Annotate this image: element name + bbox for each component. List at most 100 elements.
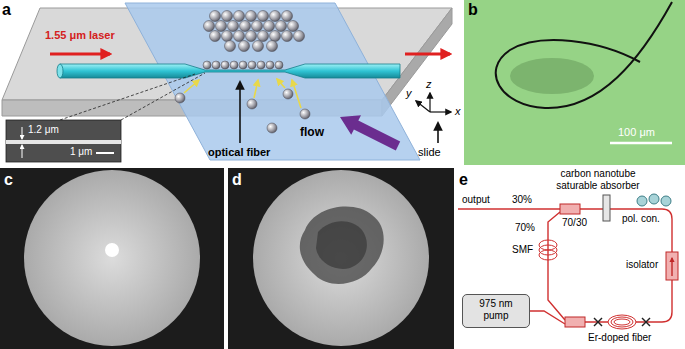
part-label: isolator (626, 259, 658, 271)
particles (248, 61, 256, 69)
panel-letter: d (232, 170, 242, 189)
laser-arrows (405, 53, 450, 56)
slide-pointer (438, 123, 439, 143)
micrograph-b (464, 0, 685, 165)
particles (276, 21, 287, 32)
particles (258, 11, 269, 22)
glass-slide (382, 8, 452, 116)
wdm-coupler (565, 317, 585, 327)
particles (294, 31, 305, 42)
particles (230, 61, 238, 69)
er-fiber-coil (614, 319, 630, 325)
laser-label: 1.55 μm laser (45, 29, 115, 42)
scale-label: 100 μm (618, 126, 655, 139)
part-label: slide (418, 146, 441, 159)
dimension-label: 1.2 μm (28, 124, 59, 136)
laser-cavity (580, 209, 672, 322)
attraction-arrows (254, 80, 258, 98)
fiber-pointer (240, 82, 241, 143)
ratio-label: 70/30 (562, 217, 587, 229)
micrograph-d (253, 170, 429, 346)
zoom-leaders (121, 73, 205, 120)
flow-arrow (340, 115, 400, 150)
particles (258, 31, 269, 42)
axes (429, 93, 430, 112)
sem-inset (96, 152, 114, 154)
particles (252, 21, 263, 32)
micrograph-d (316, 221, 367, 269)
zoom-leaders (60, 73, 205, 120)
sem-inset (22, 127, 23, 139)
particles (225, 41, 236, 52)
axes (416, 93, 451, 112)
attraction-arrows (184, 79, 301, 108)
particles (282, 11, 293, 22)
particles (288, 21, 299, 32)
micrograph-c (24, 170, 200, 346)
er-fiber-coil (611, 317, 633, 327)
particles (239, 41, 250, 52)
isolator (666, 252, 678, 280)
flow-arrow (340, 115, 400, 150)
micrograph-c (0, 168, 224, 349)
micrograph-d (228, 168, 454, 349)
axes (430, 111, 451, 112)
particles (175, 11, 310, 134)
particles (266, 61, 274, 69)
splice-marks (642, 318, 650, 326)
pump-box: 975 nm pump (462, 294, 530, 328)
particles (203, 61, 211, 69)
particles (222, 31, 233, 42)
splice-marks (594, 318, 602, 326)
particles (283, 89, 293, 99)
flow-channel (125, 3, 420, 160)
laser-arrows (50, 53, 450, 56)
sem-inset (6, 140, 121, 144)
polarization-controller (637, 196, 647, 206)
panel-letter: a (2, 0, 11, 19)
particles (264, 21, 275, 32)
splice-marks (642, 318, 650, 326)
particles (204, 21, 215, 32)
particles (228, 21, 239, 32)
attraction-arrows (184, 80, 199, 93)
particles (234, 11, 245, 22)
er-fiber-coil (608, 315, 636, 329)
micrograph-c (105, 243, 119, 257)
splice-marks (594, 318, 602, 326)
er-fiber-coil (608, 315, 636, 329)
attraction-arrows (292, 80, 301, 108)
particles (246, 11, 257, 22)
particles (240, 21, 251, 32)
wdm-coupler (565, 317, 585, 327)
flow-label: flow (300, 125, 324, 139)
panel-letter: b (468, 0, 478, 19)
axis-label: x (455, 105, 461, 118)
micrograph-d (228, 168, 454, 349)
sem-inset (22, 145, 23, 158)
particles (300, 109, 310, 119)
ratio-label: 70% (515, 222, 535, 234)
particles (267, 123, 277, 133)
micrograph-c (0, 168, 224, 349)
polarization-controller (649, 194, 659, 204)
attraction-arrows (277, 79, 285, 88)
port-label: output (462, 194, 490, 206)
ratio-label: 30% (512, 194, 532, 206)
axis-label: y (406, 87, 412, 100)
axis-label: z (426, 78, 432, 91)
part-label: pol. con. (622, 213, 660, 225)
particles (257, 61, 265, 69)
tapered-fiber (57, 64, 63, 78)
flow-channel (125, 3, 420, 160)
particles (275, 61, 283, 69)
sem-inset (6, 120, 121, 162)
particles (270, 11, 281, 22)
polarization-controller (661, 196, 671, 206)
smf-coil (539, 250, 557, 260)
part-label: optical fiber (208, 146, 270, 159)
laser-cavity (548, 212, 565, 320)
node-text: 975 nm pump (467, 298, 525, 322)
